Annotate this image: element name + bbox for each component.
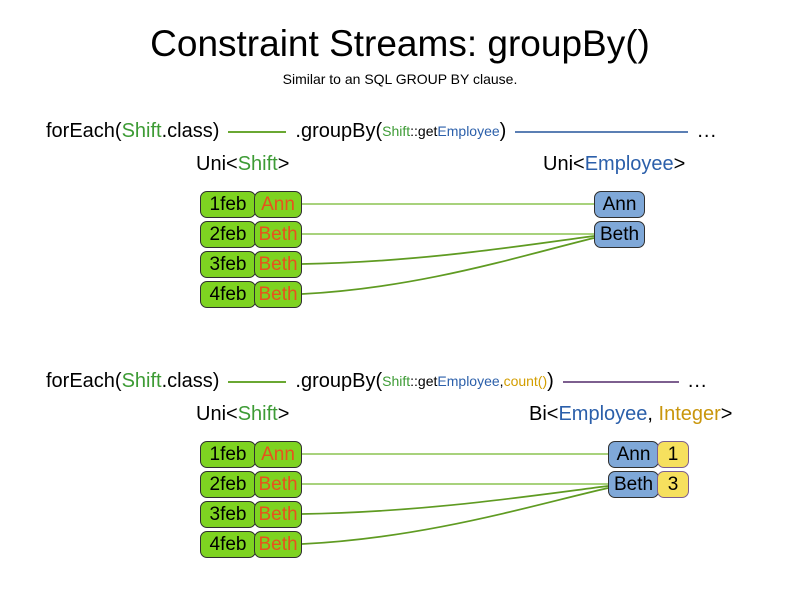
code-line-groupby-single: forEach(Shift.class) .groupBy(Shift::get… — [46, 118, 717, 144]
type-label-left-1: Uni<Shift> — [196, 152, 289, 176]
shift-employee-cell: Beth — [254, 281, 302, 308]
shift-date-cell: 1feb — [200, 441, 256, 468]
type-outer: Uni< — [196, 153, 238, 175]
groupby-arg-class: Shift — [382, 373, 411, 389]
group-row[interactable]: Beth — [594, 221, 645, 248]
groupby-arg-separator: ::get — [410, 123, 438, 139]
shift-date-cell: 3feb — [200, 251, 256, 278]
wire-green-segment — [228, 381, 287, 383]
shift-employee-cell: Beth — [254, 221, 302, 248]
shift-date-cell: 1feb — [200, 191, 256, 218]
type-generic-integer: Integer — [658, 403, 721, 425]
shift-employee-cell: Ann — [254, 441, 302, 468]
page-subtitle: Similar to an SQL GROUP BY clause. — [282, 71, 518, 87]
shift-employee-cell: Ann — [254, 191, 302, 218]
shift-row[interactable]: 4feb Beth — [200, 281, 302, 308]
groupby-arg-collector: count() — [503, 373, 548, 389]
type-close: > — [277, 403, 290, 425]
foreach-suffix: .class) — [161, 370, 220, 392]
groupby-arg-property: Employee — [437, 123, 500, 139]
foreach-prefix: forEach( — [46, 120, 122, 142]
groupby-suffix: ) — [547, 370, 554, 392]
shift-employee-cell: Beth — [254, 501, 302, 528]
shift-row[interactable]: 2feb Beth — [200, 221, 302, 248]
code-line-groupby-count: forEach(Shift.class) .groupBy(Shift::get… — [46, 368, 707, 394]
shift-row[interactable]: 4feb Beth — [200, 531, 302, 558]
foreach-type-shift: Shift — [121, 120, 162, 142]
groupby-arg-property: Employee — [437, 373, 500, 389]
shift-row[interactable]: 1feb Ann — [200, 441, 302, 468]
type-close: > — [277, 153, 290, 175]
group-employee-cell: Ann — [594, 191, 645, 218]
shift-date-cell: 2feb — [200, 471, 256, 498]
wire-purple-segment — [562, 381, 679, 383]
group-employee-cell: Ann — [608, 441, 659, 468]
type-label-right-2: Bi<Employee, Integer> — [529, 402, 732, 426]
shift-employee-cell: Beth — [254, 471, 302, 498]
type-outer: Bi< — [529, 403, 559, 425]
group-employee-cell: Beth — [608, 471, 659, 498]
wire-blue-segment — [515, 131, 689, 133]
foreach-prefix: forEach( — [46, 370, 122, 392]
group-row[interactable]: Ann — [594, 191, 645, 218]
ellipsis-trailing: ... — [697, 120, 718, 142]
groupby-suffix: ) — [499, 120, 507, 142]
type-label-left-2: Uni<Shift> — [196, 402, 289, 426]
wire-green-segment — [228, 131, 287, 133]
groupby-arg-separator: ::get — [410, 373, 438, 389]
shift-row[interactable]: 1feb Ann — [200, 191, 302, 218]
group-row[interactable]: Ann 1 — [608, 441, 689, 468]
group-count-cell: 3 — [657, 471, 689, 498]
type-close: > — [720, 403, 733, 425]
type-generic-employee: Employee — [584, 153, 674, 175]
groupby-prefix: .groupBy( — [295, 370, 383, 392]
type-generic-employee: Employee — [558, 403, 648, 425]
shift-employee-cell: Beth — [254, 251, 302, 278]
shift-row[interactable]: 2feb Beth — [200, 471, 302, 498]
shift-date-cell: 4feb — [200, 281, 256, 308]
shift-date-cell: 2feb — [200, 221, 256, 248]
groupby-prefix: .groupBy( — [295, 120, 383, 142]
group-row[interactable]: Beth 3 — [608, 471, 689, 498]
group-count-cell: 1 — [657, 441, 689, 468]
type-generic-shift: Shift — [237, 403, 278, 425]
shift-date-cell: 4feb — [200, 531, 256, 558]
type-label-right-1: Uni<Employee> — [543, 152, 685, 176]
type-outer: Uni< — [196, 403, 238, 425]
shift-row[interactable]: 3feb Beth — [200, 251, 302, 278]
group-employee-cell: Beth — [594, 221, 645, 248]
page-title: Constraint Streams: groupBy() — [150, 23, 650, 64]
type-close: > — [673, 153, 686, 175]
shift-row[interactable]: 3feb Beth — [200, 501, 302, 528]
groupby-arg-class: Shift — [382, 123, 411, 139]
shift-date-cell: 3feb — [200, 501, 256, 528]
type-comma: , — [647, 403, 659, 425]
groupby-arg-comma: , — [499, 373, 504, 389]
type-generic-shift: Shift — [237, 153, 278, 175]
ellipsis-trailing: ... — [687, 370, 708, 392]
shift-employee-cell: Beth — [254, 531, 302, 558]
foreach-type-shift: Shift — [121, 370, 162, 392]
foreach-suffix: .class) — [161, 120, 220, 142]
type-outer: Uni< — [543, 153, 585, 175]
